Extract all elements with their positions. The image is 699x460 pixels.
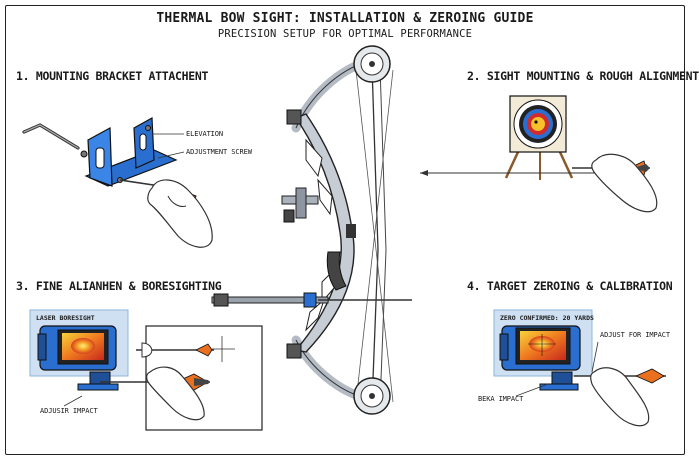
step-1-heading: 1. MOUNTING BRACKET ATTACHENT [16, 69, 209, 83]
guide-subtitle: PRECISION SETUP FOR OPTIMAL PERFORMANCE [217, 28, 473, 40]
zeroing-illustration [493, 309, 666, 427]
compound-bow [211, 45, 412, 415]
beka-impact-label: BEKA IMPACT [478, 395, 524, 403]
step-2-heading: 2. SIGHT MOUNTING & ROUGH ALIGNMENT [467, 69, 699, 83]
bracket-illustration [22, 117, 213, 248]
elevation-label: ELEVATION [186, 130, 224, 138]
adjust-impact-label: ADJUSIR IMPACT [40, 407, 98, 415]
zero-confirmed-label: ZERO CONFIRMED: 20 YARDS [500, 314, 594, 322]
adjust-for-impact-label: ADJUST FOR IMPACT [600, 331, 670, 339]
boresight-illustration [29, 309, 263, 431]
guide-title: THERMAL BOW SIGHT: INSTALLATION & ZEROIN… [156, 11, 534, 26]
laser-boresight-label: LASER BORESIGHT [36, 314, 95, 322]
outer-border [5, 5, 685, 455]
target-illustration [420, 95, 658, 213]
step-3-heading: 3. FINE ALIANHEN & BORESIGHTING [16, 279, 222, 293]
adjustment-screw-label: ADJUSTMENT SCREW [186, 148, 252, 156]
step-4-heading: 4. TARGET ZEROING & CALIBRATION [467, 279, 673, 293]
